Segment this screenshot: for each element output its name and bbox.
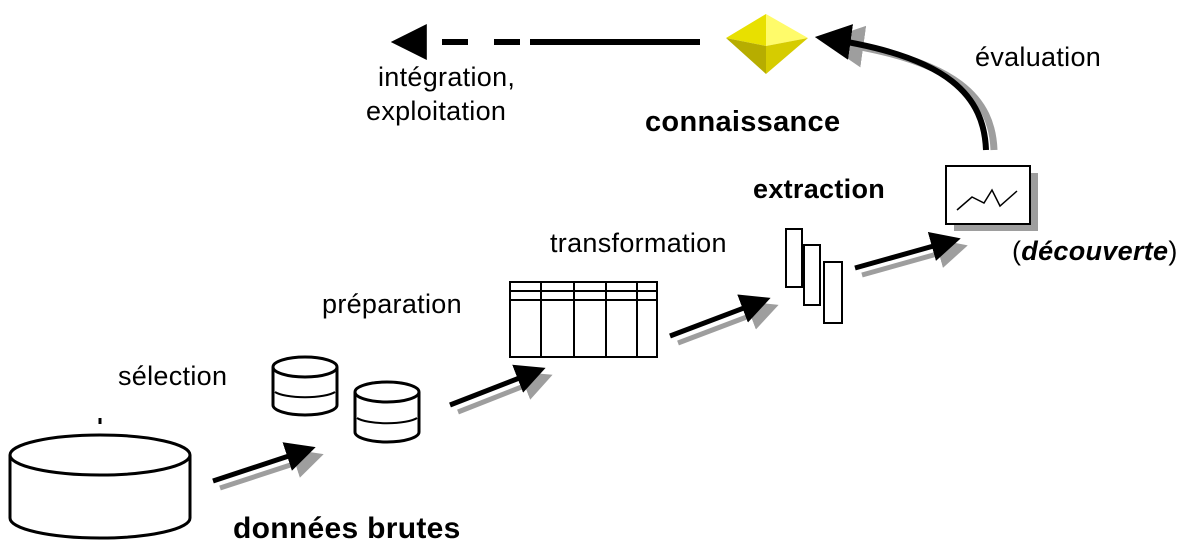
selection-database-icon xyxy=(271,355,339,417)
arrow-to-selection xyxy=(212,442,324,491)
transformation-cards-icon xyxy=(785,228,843,324)
preparation-table-icon xyxy=(509,281,658,358)
selection-subset-icon xyxy=(353,380,421,444)
extraction-label: extraction xyxy=(753,174,885,204)
arrow-to-transformation xyxy=(669,294,779,346)
raw-data-label: données brutes xyxy=(233,512,461,544)
selection-label: sélection xyxy=(118,361,227,391)
preparation-label: préparation xyxy=(322,289,462,319)
integration-label-line2: exploitation xyxy=(366,96,506,126)
arrow-to-preparation xyxy=(449,364,553,415)
arrow-evaluation xyxy=(814,24,998,151)
evaluation-label: évaluation xyxy=(975,42,1101,72)
transformation-label: transformation xyxy=(550,228,727,258)
discovery-label: (découverte) xyxy=(1012,236,1178,266)
knowledge-gem-icon xyxy=(726,14,808,74)
integration-label-line1: intégration, xyxy=(378,62,515,92)
raw-data-database-icon xyxy=(8,418,192,540)
extraction-pattern-icon xyxy=(945,165,1038,231)
knowledge-label: connaissance xyxy=(645,106,840,138)
arrow-to-extraction xyxy=(854,232,968,278)
